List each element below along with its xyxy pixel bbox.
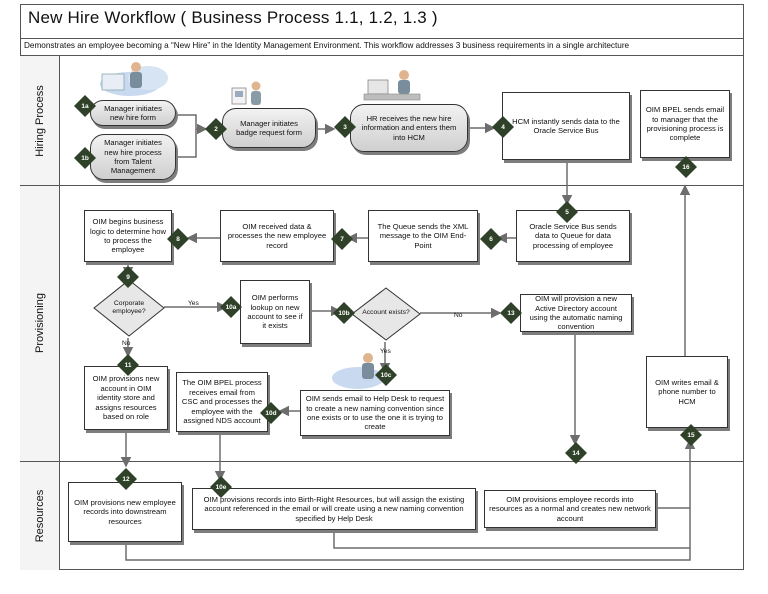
step-13-badge: 13	[500, 302, 522, 324]
connector-10e-15	[333, 508, 691, 549]
step-10a-badge: 10a	[220, 296, 242, 318]
step-2-box: Manager initiates badge request form	[222, 108, 316, 148]
yes-label: Yes	[380, 348, 391, 355]
step-7-badge: 7	[331, 228, 353, 250]
step-10e-number: 10e	[215, 483, 227, 491]
step-16-badge: 16	[675, 156, 697, 178]
step-14-badge: 14	[565, 442, 587, 464]
no-label: No	[454, 312, 463, 319]
step-9-badge: 9	[117, 266, 139, 288]
person-at-desk-icon	[363, 70, 421, 101]
step-12-box: OIM provisions new employee records into…	[68, 482, 182, 542]
step-14-box: OIM provisions employee records into res…	[484, 490, 656, 528]
step-2-number: 2	[214, 125, 218, 133]
step-13-number: 13	[507, 309, 515, 317]
step-10b-number: 10b	[338, 309, 350, 317]
person-icon	[332, 353, 384, 389]
lane-label-hiring: Hiring Process	[20, 56, 60, 185]
step-9-number: 9	[126, 273, 130, 281]
step-5-badge: 5	[556, 201, 578, 223]
step-10e-box: OIM provisions records into Birth-Right …	[192, 488, 476, 530]
step-10d-box: The OIM BPEL process receives email from…	[176, 372, 268, 432]
step-11-badge: 11	[117, 354, 139, 376]
lane-label-provisioning: Provisioning	[20, 185, 60, 461]
step-6-badge: 6	[480, 228, 502, 250]
connector-14-15	[656, 438, 696, 509]
connector-12-15	[125, 545, 691, 561]
step-1a-badge: 1a	[74, 95, 96, 117]
step-10c-badge: 10c	[375, 364, 397, 386]
step-15-box: OIM writes email & phone number to HCM	[646, 356, 728, 428]
step-1b-box: Manager initiates new hire process from …	[90, 134, 176, 180]
step-4-number: 4	[501, 123, 505, 131]
step-6-box: The Queue sends the XML message to the O…	[368, 210, 478, 262]
step-4-box: HCM instantly sends data to the Oracle S…	[502, 92, 630, 160]
step-12-badge: 12	[115, 468, 137, 490]
subtitle-bar	[20, 38, 744, 56]
step-10a-number: 10a	[225, 303, 237, 311]
lane-label-resources: Resources	[20, 461, 60, 570]
step-10c-number: 10c	[380, 371, 392, 379]
page-subtitle: Demonstrates an employee becoming a “New…	[24, 41, 630, 50]
connector-1a-2	[178, 114, 208, 135]
step-8-badge: 8	[167, 228, 189, 250]
step-10e-badge: 10e	[210, 476, 232, 498]
step-4-badge: 4	[492, 116, 514, 138]
step-12-number: 12	[122, 475, 130, 483]
step-15-badge: 15	[680, 424, 702, 446]
step-1b-badge: 1b	[74, 147, 96, 169]
step-6-number: 6	[489, 235, 493, 243]
connector-1b-2	[178, 129, 197, 158]
step-10d-number: 10d	[265, 409, 277, 417]
decision-10b-diamond	[351, 287, 421, 341]
step-8-box: OIM begins business logic to determine h…	[84, 210, 172, 262]
step-13-box: OIM will provision a new Active Director…	[520, 294, 632, 332]
page-title: New Hire Workflow ( Business Process 1.1…	[28, 8, 438, 27]
step-16-number: 16	[682, 163, 690, 171]
step-11-number: 11	[124, 361, 132, 369]
person-with-computer-icon	[100, 62, 168, 96]
step-10d-badge: 10d	[260, 402, 282, 424]
decision-9-label: Corporate employee?	[112, 300, 146, 315]
step-10c-box: OIM sends email to Help Desk to request …	[300, 390, 450, 436]
lane-divider	[20, 461, 744, 462]
step-15-number: 15	[687, 431, 695, 439]
step-3-number: 3	[343, 123, 347, 131]
step-5-number: 5	[565, 208, 569, 216]
step-7-box: OIM received data & processes the new em…	[220, 210, 334, 262]
step-1a-number: 1a	[81, 102, 89, 110]
step-2-badge: 2	[205, 118, 227, 140]
step-16-box: OIM BPEL sends email to manager that the…	[640, 90, 730, 158]
step-3-box: HR receives the new hire information and…	[350, 104, 468, 152]
lane-divider	[20, 185, 744, 186]
step-10b-badge: 10b	[333, 302, 355, 324]
decision-10b-label: Account exists?	[362, 309, 410, 317]
yes-label: Yes	[188, 300, 199, 307]
badge-person-icon	[231, 81, 261, 105]
no-label: No	[122, 340, 131, 347]
step-7-number: 7	[340, 235, 344, 243]
step-1b-number: 1b	[81, 154, 89, 162]
step-8-number: 8	[176, 235, 180, 243]
step-10a-box: OIM performs lookup on new account to se…	[240, 280, 310, 344]
step-5-box: Oracle Service Bus sends data to Queue f…	[516, 210, 630, 262]
step-3-badge: 3	[334, 116, 356, 138]
step-14-number: 14	[572, 449, 580, 457]
decision-9-diamond	[93, 279, 165, 337]
step-1a-box: Manager initiates new hire form	[90, 100, 176, 126]
